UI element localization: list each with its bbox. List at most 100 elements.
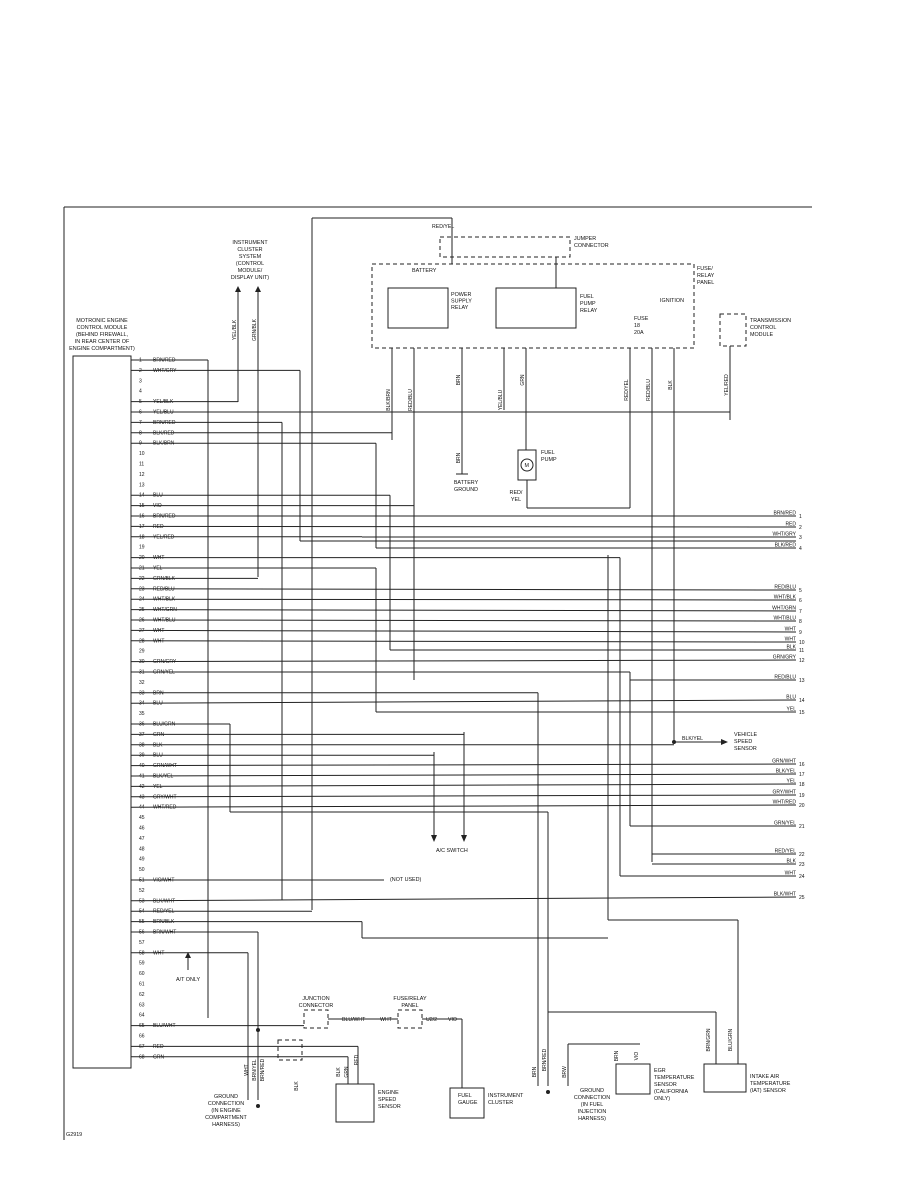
svg-text:GRY/WHT: GRY/WHT [153, 794, 177, 800]
svg-text:10: 10 [139, 451, 145, 457]
svg-text:BLK/YEL: BLK/YEL [153, 774, 174, 780]
ac-switch: A/C SWITCH [431, 732, 468, 854]
svg-text:60: 60 [139, 971, 145, 977]
svg-text:59: 59 [139, 961, 145, 967]
svg-text:57: 57 [139, 940, 145, 946]
svg-text:GRN/GRY: GRN/GRY [773, 655, 797, 661]
svg-text:63: 63 [139, 1002, 145, 1008]
svg-text:19: 19 [799, 793, 805, 799]
svg-text:40: 40 [139, 763, 145, 769]
wire-label-grn-blk: GRN/BLK [252, 318, 258, 341]
wire-label-blk-brn: BLK/BRN [386, 389, 392, 411]
blk-yel-vss-label: BLK/YEL [682, 736, 703, 742]
ecm-pin-45: 45 [139, 815, 145, 821]
svg-text:BLK/WHT: BLK/WHT [774, 892, 796, 898]
svg-text:BLU/GRN: BLU/GRN [728, 1029, 734, 1052]
arrow-down-icon [461, 835, 467, 842]
svg-text:5: 5 [799, 588, 802, 594]
svg-text:WHT: WHT [785, 871, 796, 877]
ecm-pin-49: 49 [139, 857, 145, 863]
svg-text:66: 66 [139, 1034, 145, 1040]
svg-text:11: 11 [139, 462, 144, 468]
svg-text:14: 14 [799, 698, 805, 704]
ac-switch-label: A/C SWITCH [436, 848, 468, 854]
arrow-right-icon [721, 739, 728, 745]
svg-text:GRN: GRN [344, 1066, 350, 1078]
svg-text:64: 64 [139, 1013, 145, 1019]
svg-text:BRW: BRW [562, 1066, 568, 1078]
svg-text:3: 3 [139, 378, 142, 384]
ecm-pin-19: 19 [139, 545, 145, 551]
svg-text:20: 20 [799, 803, 805, 809]
not-used-label: (NOT USED) [390, 877, 422, 883]
ecm-pin-32: 32 [139, 680, 145, 686]
svg-text:RED/BLU: RED/BLU [774, 585, 796, 591]
svg-text:RED/BLU: RED/BLU [774, 675, 796, 681]
svg-text:4: 4 [799, 546, 802, 552]
wire-label-yel-blk: YEL/BLK [232, 319, 238, 340]
ecm-pin-4: 4 [139, 389, 142, 395]
svg-text:34: 34 [139, 701, 145, 707]
arrow-up-icon [185, 952, 191, 958]
svg-text:BLK/RED: BLK/RED [775, 543, 797, 549]
ecm-pin-66: 66 [139, 1034, 145, 1040]
svg-text:42: 42 [139, 784, 145, 790]
svg-text:BLU: BLU [153, 701, 163, 707]
svg-text:3: 3 [799, 535, 802, 541]
svg-text:44: 44 [139, 805, 145, 811]
svg-text:BRN: BRN [456, 452, 462, 463]
ecm-pin-10: 10 [139, 451, 145, 457]
svg-text:17: 17 [799, 772, 805, 778]
svg-text:BRN: BRN [532, 1066, 538, 1077]
svg-text:19: 19 [139, 545, 145, 551]
svg-text:WHT: WHT [785, 637, 796, 643]
ecm-pin-61: 61 [139, 982, 145, 988]
svg-text:BRN/RED: BRN/RED [260, 1058, 266, 1081]
svg-text:BLK: BLK [336, 1067, 342, 1077]
ecm-pin-62: 62 [139, 992, 145, 998]
svg-text:53: 53 [139, 898, 145, 904]
svg-text:WHT/GRY: WHT/GRY [772, 532, 796, 538]
red-yel-pump-label: RED/YEL [510, 490, 523, 503]
ecm-wires [130, 359, 797, 1100]
svg-text:49: 49 [139, 857, 145, 863]
svg-text:WHT/BLU: WHT/BLU [774, 616, 797, 622]
svg-text:VIO: VIO [448, 1017, 457, 1023]
svg-text:BLK: BLK [787, 859, 797, 865]
svg-text:35: 35 [139, 711, 145, 717]
svg-text:13: 13 [799, 678, 805, 684]
ecm-pin-63: 63 [139, 1002, 145, 1008]
